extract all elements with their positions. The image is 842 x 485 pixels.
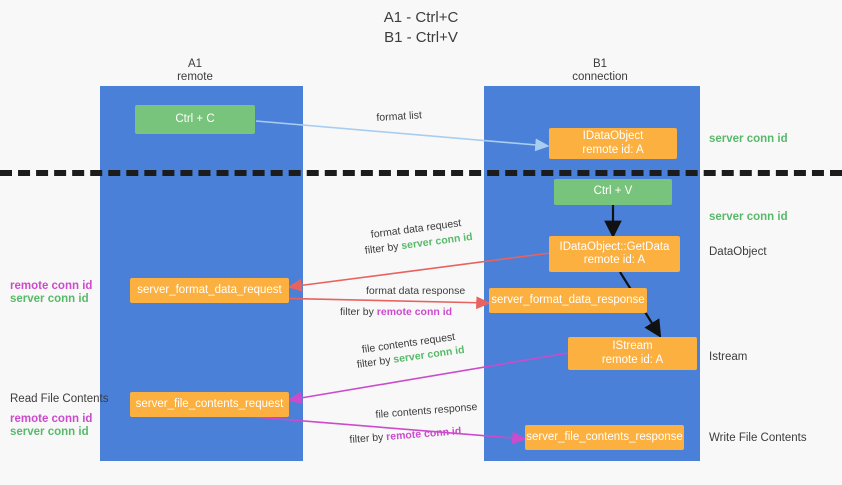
node-server-file-contents-response[interactable]: server_file_contents_response	[525, 425, 684, 450]
label-read-file-contents: Read File Contents	[10, 393, 109, 405]
node-ctrl-c[interactable]: Ctrl + C	[135, 105, 255, 134]
node-server-format-data-request[interactable]: server_format_data_request	[130, 278, 289, 303]
label-server-conn-id-mid: server conn id	[709, 211, 788, 223]
label-write-file-contents: Write File Contents	[709, 432, 807, 444]
label-server-conn-id-1: server conn id	[10, 293, 89, 305]
filter-value-remote-conn-id: remote conn id	[385, 425, 462, 444]
node-ctrl-v[interactable]: Ctrl + V	[554, 179, 672, 205]
edge-label-format-data-response-filter: filter by remote conn id	[340, 305, 452, 319]
node-idataobject-getdata[interactable]: IDataObject::GetData remote id: A	[549, 236, 680, 272]
edge-label-format-list: format list	[376, 109, 423, 124]
node-istream[interactable]: IStream remote id: A	[568, 337, 697, 370]
phase-divider	[0, 170, 842, 176]
node-server-format-data-response[interactable]: server_format_data_response	[489, 288, 647, 313]
filter-prefix: filter by	[356, 353, 395, 371]
label-istream: Istream	[709, 351, 748, 363]
label-remote-conn-id-2: remote conn id	[10, 413, 93, 425]
edge-label-format-data-response: format data response	[366, 285, 466, 297]
label-remote-conn-id-1: remote conn id	[10, 280, 93, 292]
diagram-title: A1 - Ctrl+C B1 - Ctrl+V	[383, 9, 459, 46]
edge-label-file-contents-response: file contents response	[375, 400, 478, 421]
lane-heading-b1: B1 connection	[572, 58, 628, 83]
label-server-conn-id-2: server conn id	[10, 426, 89, 438]
node-idataobject[interactable]: IDataObject remote id: A	[549, 128, 677, 159]
lane-heading-a1: A1 remote	[177, 58, 213, 83]
filter-prefix: filter by	[340, 306, 377, 318]
label-server-conn-id-top: server conn id	[709, 133, 788, 145]
node-server-file-contents-request[interactable]: server_file_contents_request	[130, 392, 289, 417]
label-dataobject: DataObject	[709, 246, 767, 258]
filter-value-remote-conn-id: remote conn id	[376, 306, 453, 318]
edge-label-file-contents-response-filter: filter by remote conn id	[349, 424, 462, 447]
filter-prefix: filter by	[364, 240, 403, 257]
filter-prefix: filter by	[349, 431, 387, 446]
